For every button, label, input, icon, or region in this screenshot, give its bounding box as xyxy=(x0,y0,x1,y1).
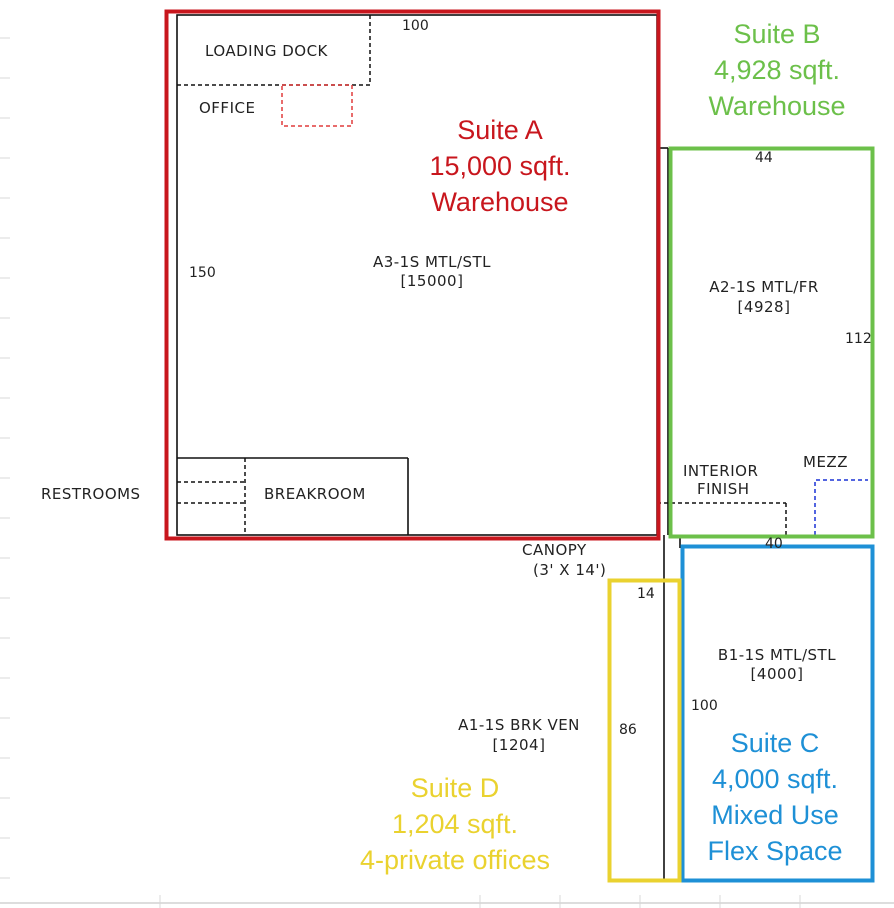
dim-b1-top: 40 xyxy=(765,536,783,552)
dim-a3-side: 150 xyxy=(189,265,216,281)
interior-finish-label-line2: FINISH xyxy=(697,480,750,498)
suite-b-callout: Suite B 4,928 sqft. Warehouse xyxy=(682,16,872,124)
suite-c-use-line1: Mixed Use xyxy=(711,800,839,830)
suite-d-name: Suite D xyxy=(410,773,500,803)
dim-a1-side: 86 xyxy=(619,722,637,738)
suite-b-name: Suite B xyxy=(733,19,821,49)
suite-d-use: 4-private offices xyxy=(359,845,551,875)
office-dashed-outline xyxy=(281,84,353,127)
suite-c-border xyxy=(680,544,875,883)
grid-ticks xyxy=(0,37,894,908)
dim-b1-side: 100 xyxy=(691,698,718,714)
breakroom-label: BREAKROOM xyxy=(264,485,366,503)
suite-c-name: Suite C xyxy=(730,728,820,758)
suite-a-name: Suite A xyxy=(457,115,543,145)
suite-b-use: Warehouse xyxy=(708,91,846,121)
canopy-label-line2: (3' X 14') xyxy=(533,561,607,579)
restrooms-label: RESTROOMS xyxy=(41,485,141,503)
suite-d-border xyxy=(607,578,682,883)
suite-b-border xyxy=(668,146,875,539)
interior-finish-label-line1: INTERIOR xyxy=(683,462,759,480)
suite-a-size: 15,000 sqft. xyxy=(429,151,571,181)
dim-a1-top: 14 xyxy=(637,586,655,602)
suite-c-use-line2: Flex Space xyxy=(707,836,843,866)
suite-d-callout: Suite D 1,204 sqft. 4-private offices xyxy=(334,770,576,878)
parcel-a3-area: [15000] xyxy=(400,272,464,290)
dashed-partitions xyxy=(177,15,787,535)
suite-c-callout: Suite C 4,000 sqft. Mixed Use Flex Space xyxy=(684,725,866,869)
suite-d-size: 1,204 sqft. xyxy=(391,809,519,839)
dim-a3-top: 100 xyxy=(402,18,429,34)
office-label: OFFICE xyxy=(199,99,256,117)
parcel-b1-area: [4000] xyxy=(750,665,804,683)
suite-a-callout: Suite A 15,000 sqft. Warehouse xyxy=(400,112,600,220)
parcel-a1-code: A1-1S BRK VEN xyxy=(458,716,580,734)
suite-b-size: 4,928 sqft. xyxy=(713,55,841,85)
loading-dock-label: LOADING DOCK xyxy=(205,42,328,60)
dim-a2-side: 112 xyxy=(845,331,872,347)
suite-c-size: 4,000 sqft. xyxy=(711,764,839,794)
parcel-a2-area: [4928] xyxy=(737,298,791,316)
dim-a2-top: 44 xyxy=(755,150,773,166)
canopy-label-line1: CANOPY xyxy=(522,541,587,559)
suite-a-border xyxy=(164,9,661,541)
suite-a-use: Warehouse xyxy=(431,187,569,217)
mezz-label: MEZZ xyxy=(803,453,848,471)
parcel-b1-code: B1-1S MTL/STL xyxy=(717,646,837,664)
parcel-a3-code: A3-1S MTL/STL xyxy=(372,253,492,271)
parcel-a2-code: A2-1S MTL/FR xyxy=(709,278,819,296)
mezz-dashed-outline xyxy=(814,479,868,535)
parcel-a1-area: [1204] xyxy=(492,736,546,754)
